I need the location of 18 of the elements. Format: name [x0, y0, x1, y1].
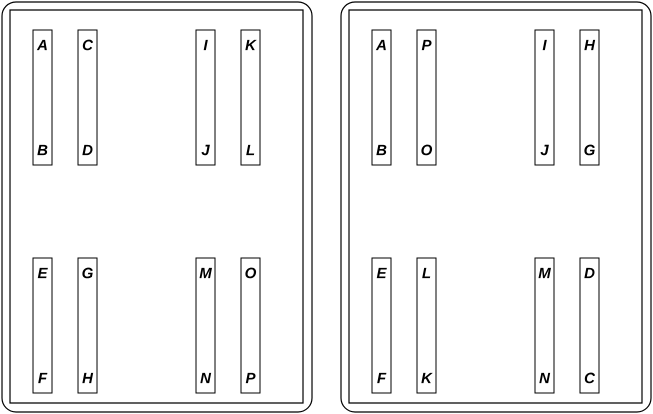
- letter-strip: G H: [78, 257, 98, 394]
- letter-strip: H G: [580, 30, 600, 166]
- letter-strip: M N: [534, 257, 554, 394]
- letter-strip: O P: [240, 257, 260, 394]
- card-frame: [1, 1, 313, 413]
- letter-strip: A B: [32, 30, 52, 166]
- letter-strip: K L: [240, 30, 260, 166]
- letter-strip: D C: [580, 257, 600, 394]
- letter-strip: L K: [416, 257, 436, 394]
- letter-strip: E F: [372, 257, 392, 394]
- letter-strip: C D: [78, 30, 98, 166]
- letter-strip: M N: [196, 257, 216, 394]
- letter-strip: I J: [196, 30, 216, 166]
- letter-strip: I J: [534, 30, 554, 166]
- letter-strip: P O: [416, 30, 436, 166]
- letter-strip: E F: [32, 257, 52, 394]
- letter-strip: A B: [372, 30, 392, 166]
- card-frame: [340, 1, 652, 413]
